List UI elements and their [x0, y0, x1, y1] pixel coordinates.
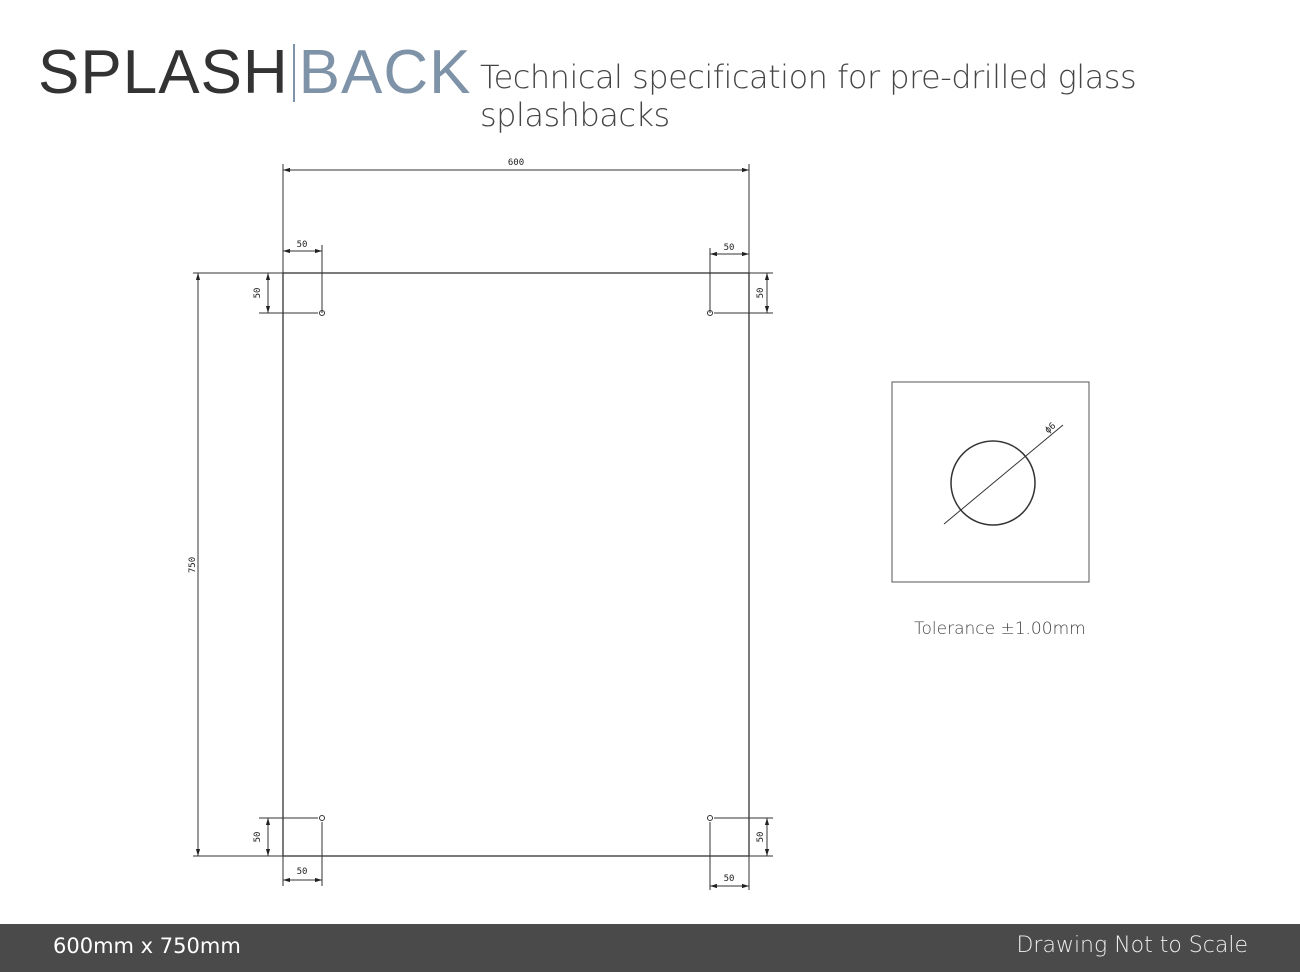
offset-label: 50 [297, 240, 308, 250]
offset-label: 50 [253, 288, 263, 299]
page-subtitle: Technical specification for pre-drilled … [480, 58, 1137, 134]
offset-dimension-bottom-left [259, 817, 323, 886]
logo-divider [292, 44, 295, 102]
offset-label: 50 [724, 243, 735, 253]
offset-dimension-bottom-right [709, 817, 773, 890]
panel-outline [282, 272, 750, 857]
width-label: 600 [508, 158, 524, 168]
panel-size: 600mm x 750mm [53, 934, 241, 958]
hole-detail-box [891, 381, 1090, 583]
offset-label: 50 [756, 832, 766, 843]
height-dimension [193, 272, 283, 857]
height-label: 750 [188, 557, 198, 573]
diameter-label: ϕ6 [1043, 421, 1058, 436]
hole-detail-circle [950, 440, 1036, 526]
offset-dimension-top-right [709, 248, 773, 314]
diameter-leader [943, 424, 1064, 525]
footer-bar: 600mm x 750mm Drawing Not to Scale [0, 924, 1300, 972]
logo-part-splash: SPLASH [38, 38, 289, 107]
offset-label: 50 [253, 832, 263, 843]
offset-label: 50 [756, 288, 766, 299]
tolerance-note: Tolerance ±1.00mm [914, 619, 1086, 639]
offset-label: 50 [724, 874, 735, 884]
scale-note: Drawing Not to Scale [1016, 933, 1248, 958]
logo-part-back: BACK [298, 38, 472, 107]
offset-dimension-top-left [259, 245, 323, 314]
offset-label: 50 [297, 867, 308, 877]
drill-hole [707, 815, 713, 821]
drill-hole [319, 815, 325, 821]
width-dimension [282, 164, 750, 273]
